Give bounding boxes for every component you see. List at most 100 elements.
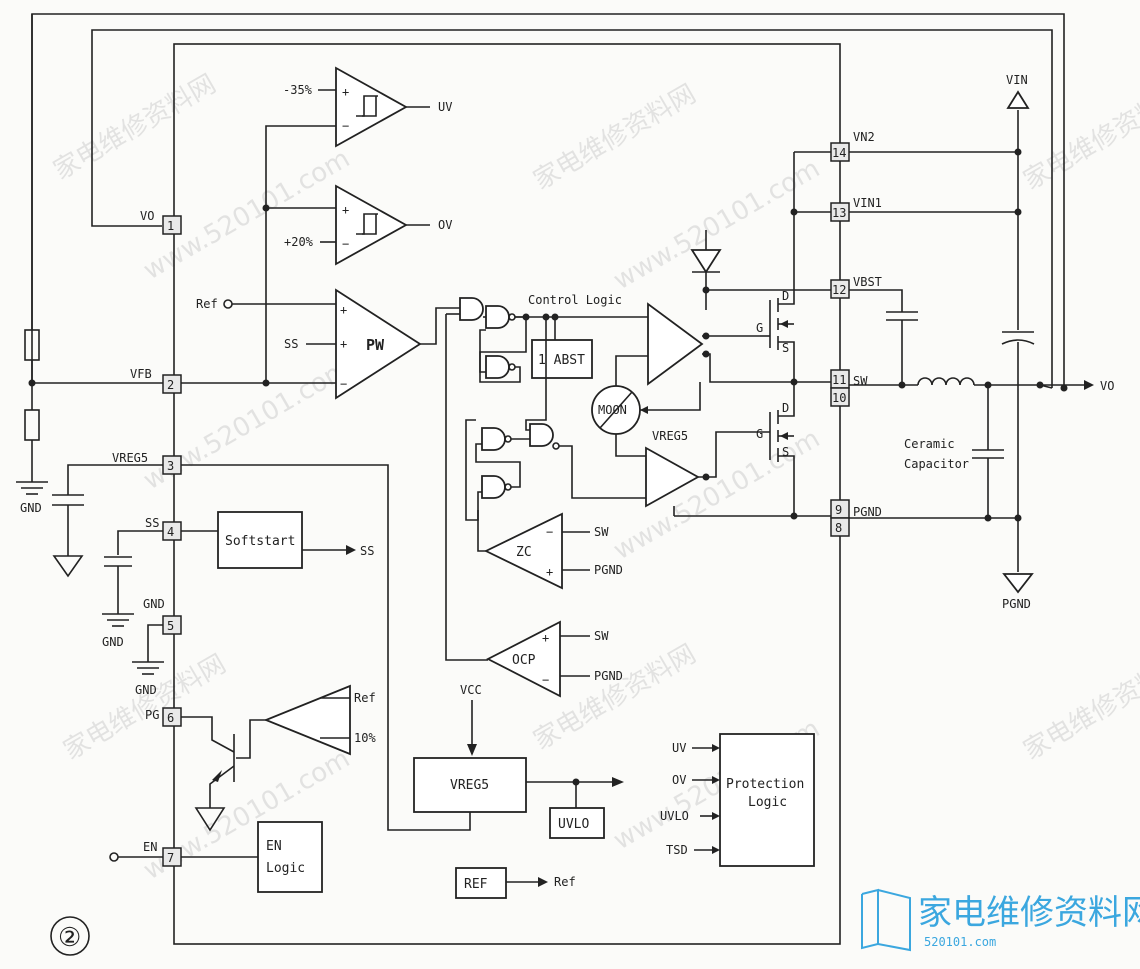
- watermark-text: 家电维修资料网: [1019, 649, 1140, 766]
- gnd-pin-wire: [147, 624, 163, 662]
- gnd-label-2: GND: [102, 635, 124, 649]
- uv-comparator: [335, 66, 408, 148]
- junction-dot: [1060, 384, 1068, 392]
- pin-2-name: VFB: [130, 367, 152, 381]
- diagram-number: ②: [58, 923, 81, 953]
- driver-supply-label: VREG5: [652, 429, 688, 443]
- pgnd-symbol: [1002, 573, 1034, 594]
- pin-12-num: 12: [832, 283, 846, 297]
- ocp-label: OCP: [512, 653, 536, 668]
- arrow-icon: [346, 545, 356, 555]
- ocp-pgnd-label: PGND: [594, 669, 623, 683]
- vin-label: VIN: [1006, 73, 1028, 87]
- en-input-terminal[interactable]: [109, 852, 119, 862]
- junction-dot: [702, 350, 710, 358]
- vcc-label: VCC: [460, 683, 482, 697]
- ref-input-label: Ref: [196, 297, 218, 311]
- pg-ref-label: Ref: [354, 691, 376, 705]
- moon-label: MOON: [598, 403, 627, 417]
- mosfet-arrow-icon: [780, 432, 788, 440]
- moon-wire: [615, 434, 646, 457]
- low-mosfet-d: D: [782, 401, 789, 415]
- cap-label-1: Ceramic: [904, 437, 955, 451]
- latch-wire: [465, 419, 482, 521]
- ss-input-label: SS: [284, 337, 298, 351]
- prot-ov-label: OV: [672, 773, 686, 787]
- transistor-arrow-icon: [212, 770, 222, 782]
- logo-text: 家电维修资料网: [918, 893, 1140, 933]
- junction-dot: [262, 204, 270, 212]
- protection-logic-block: [719, 733, 815, 867]
- junction-dot: [790, 208, 798, 216]
- nand-gate: [485, 355, 510, 379]
- pin-13-name: VIN1: [853, 196, 882, 210]
- pin-2: [162, 374, 182, 394]
- plus-sign: +: [340, 337, 347, 351]
- en-logic-block: [257, 821, 323, 893]
- gnd-label-3: GND: [135, 683, 157, 697]
- watermark-text: 家电维修资料网: [529, 79, 702, 196]
- latch-wire: [479, 329, 521, 383]
- pin-12-name: VBST: [853, 275, 882, 289]
- pin-1-num: 1: [167, 219, 174, 233]
- moon-wire: [640, 382, 701, 411]
- low-side-driver: [645, 446, 700, 508]
- high-mosfet-drain: [778, 216, 795, 305]
- diagram-number-circle: [50, 916, 90, 956]
- vreg5-label: VREG5: [450, 778, 489, 793]
- pin-5-num: 5: [167, 619, 174, 633]
- high-source-wire: [702, 353, 792, 383]
- vreg5-wire: [67, 464, 163, 495]
- zc-out-wire: [477, 510, 486, 552]
- logo-url: 520101.com: [924, 935, 996, 949]
- minus-sign: −: [342, 237, 349, 251]
- output-inductor: [917, 377, 975, 386]
- pin-8-name: PGND: [853, 505, 882, 519]
- low-drv-wire: [559, 445, 646, 499]
- plus-sign: +: [546, 565, 553, 579]
- low-mosfet-drain: [778, 382, 795, 417]
- abst-label: 1 ABST: [538, 353, 585, 368]
- arrow-icon: [612, 777, 624, 787]
- plus-sign: +: [342, 85, 349, 99]
- cap-label-2: Capacitor: [904, 457, 969, 471]
- ov-threshold: +20%: [284, 235, 314, 249]
- uv-threshold: -35%: [283, 83, 313, 97]
- high-mosfet-source: [778, 341, 795, 382]
- ss-wire: [117, 530, 163, 555]
- minus-sign: −: [340, 377, 347, 391]
- softstart-label: Softstart: [225, 534, 295, 549]
- pin-14-name: VN2: [853, 130, 875, 144]
- pin-14-num: 14: [832, 146, 846, 160]
- en-logic-label-2: Logic: [266, 861, 305, 876]
- pin-3-num: 3: [167, 459, 174, 473]
- control-logic-label: Control Logic: [528, 293, 622, 307]
- vfb-top-wire: [31, 13, 1065, 388]
- junction-dot: [702, 332, 710, 340]
- input-cap-plate: [1001, 339, 1035, 345]
- pg-thresh-label: 10%: [354, 731, 376, 745]
- watermark-text: 家电维修资料网: [1019, 79, 1140, 196]
- gnd-label-1: GND: [20, 501, 42, 515]
- arrow-icon: [712, 744, 720, 752]
- plus-sign: +: [542, 631, 549, 645]
- low-mosfet-g: G: [756, 427, 763, 441]
- pin-11-name: SW: [853, 374, 868, 388]
- zc-label: ZC: [516, 545, 532, 560]
- arrow-icon: [538, 877, 548, 887]
- pw-out-wire: [420, 307, 460, 345]
- vin-symbol: [1006, 90, 1030, 109]
- pin-12: [830, 279, 850, 299]
- plus-sign: +: [342, 203, 349, 217]
- uvlo-label: UVLO: [558, 817, 589, 832]
- arrow-icon: [640, 406, 648, 414]
- pin-4-name: SS: [145, 516, 159, 530]
- pin-8-num: 8: [835, 521, 842, 535]
- ov-output: OV: [438, 218, 452, 232]
- low-mosfet-s: S: [782, 445, 789, 459]
- plus-sign: +: [340, 303, 347, 317]
- vo-label: VO: [1100, 379, 1114, 393]
- ocp-sw-label: SW: [594, 629, 609, 643]
- moon-wire: [615, 355, 648, 386]
- ov-comparator: [335, 184, 408, 266]
